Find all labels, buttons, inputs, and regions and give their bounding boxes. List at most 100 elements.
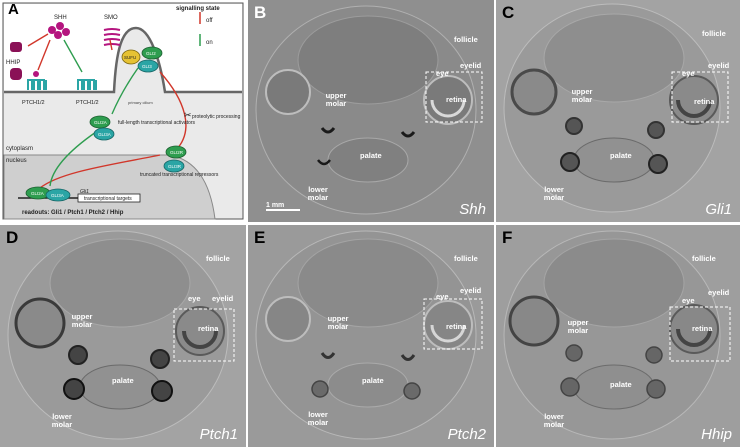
gene-label-ptch1: Ptch1 [199,426,238,443]
hhip-label: HHIP [6,60,20,66]
sufu-label: SUFU [124,55,136,60]
gene-label-shh: Shh [459,201,486,218]
ptch-receptor-left [27,79,47,90]
retina-label: retina [198,324,219,333]
panel-letter-b: B [254,3,267,22]
lower-molar-label: lower molar [543,412,565,429]
panel-letter-e: E [254,228,266,247]
gli3a-protein [93,127,115,141]
panel-letter-f: F [502,228,513,247]
eye-label: eye [436,292,449,301]
target-box [77,193,141,203]
palate-label: palate [610,380,632,389]
eye-label: eye [436,69,449,78]
eyelid-label: eyelid [212,294,234,303]
gli2-protein [141,46,163,60]
nuclear-gli3a-label: GLI3A [51,193,64,198]
eyelid-label: eyelid [708,61,730,70]
follicle-label: follicle [454,254,478,263]
shh-ligand [48,22,70,39]
truncated-label: truncated transcriptional repressors [140,172,219,178]
follicle-label: follicle [454,35,478,44]
gli3-label: GLI3 [142,64,152,69]
green-arrows [49,39,139,187]
lower-molar-label: lower molar [307,185,329,202]
retina-label: retina [692,324,713,333]
palate-label: palate [362,376,384,385]
proteolytic-label: proteolytic processing [192,114,241,120]
panel-e-ptch2: E Ptch2 follicle eyelid eye retina upper… [248,225,494,447]
gene-label-hhip: Hhip [701,426,732,443]
scale-bar-label: 1 mm [266,202,285,209]
lower-molar-label: lower molar [307,410,329,427]
retina-label: retina [694,97,715,106]
gli2a-label: GLI2A [94,120,107,125]
upper-molar-label: upper molar [71,312,93,329]
gli3a-label: GLI3A [98,132,111,137]
signalling-state-label: signalling state [176,6,220,12]
follicle-label: follicle [692,254,716,263]
eye-label: eye [682,296,695,305]
smo-label: SMO [104,15,118,21]
section-image [7,230,235,440]
readouts-label: readouts: Gli1 / Ptch1 / Ptch2 / Hhip [22,210,124,216]
follicle-label: follicle [206,254,230,263]
panel-a-pathway-diagram: ✂ A SHH SMO HHIP PTCH1/2 PTCH1/2 SUFU GL… [0,0,246,222]
on-label: on [206,40,213,46]
scissors-icon: ✂ [184,110,192,120]
ptch-receptor-mid [77,79,97,90]
palate-label: palate [610,151,632,160]
retina-label: retina [446,95,467,104]
cilium-label: primary cilium [128,100,153,105]
hhip-receptor [10,42,22,80]
gli3-protein [137,59,159,73]
shh-label: SHH [54,15,67,21]
palate-label: palate [360,151,382,160]
panel-f-hhip: F Hhip follicle eyelid eye retina upper … [496,225,740,447]
panel-c-gli1: C Gli1 follicle eyelid eye retina upper … [496,0,740,222]
ptch-mid-label: PTCH1/2 [76,100,99,106]
upper-molar-label: upper molar [571,87,593,104]
targets-label: transcriptional targets [84,196,132,202]
nuclear-gli2a-label: GLI2A [31,191,44,196]
smo-receptor [103,28,121,46]
gene-label-ptch2: Ptch2 [447,426,486,443]
eye-label: eye [188,294,201,303]
nucleus-label: nucleus [6,158,27,164]
upper-molar-label: upper molar [327,314,349,331]
panel-letter-d: D [6,228,19,247]
section-image [503,230,731,440]
cell-membrane [4,26,242,94]
lower-molar-label: lower molar [51,412,73,429]
pathway-diagram: ✂ A SHH SMO HHIP PTCH1/2 PTCH1/2 SUFU GL… [2,1,244,220]
eyelid-label: eyelid [708,288,730,297]
upper-molar-label: upper molar [567,318,589,335]
palate-label: palate [112,376,134,385]
off-label: off [206,18,213,24]
eye-label: eye [682,69,695,78]
sufu-protein [121,49,141,65]
section-image [255,5,483,215]
retina-label: retina [446,322,467,331]
cytoplasm-label: cytoplasm [6,146,33,152]
gli2r-label: GLI2R [170,150,184,155]
gli3r-label: GLI3R [168,164,182,169]
gene-label-gli1: Gli1 [705,201,732,218]
panel-b-shh: B Shh 1 mm follicle eyelid eye retina up… [248,0,494,222]
nuclear-gli3a [45,188,71,202]
panel-letter-a: A [8,1,19,18]
gli2r-protein [165,145,187,159]
panel-letter-c: C [502,3,515,22]
section-image [503,3,729,213]
lower-molar-label: lower molar [543,185,565,202]
panel-d-ptch1: D Ptch1 follicle eyelid eye retina upper… [0,225,246,447]
upper-molar-label: upper molar [325,91,347,108]
gli1-target-label: Gli1 [80,189,89,195]
gli3r-protein [163,159,185,173]
section-image [255,230,483,440]
ptch-left-label: PTCH1/2 [22,100,45,106]
eyelid-label: eyelid [460,286,482,295]
red-arrows [27,33,187,189]
eyelid-label: eyelid [460,61,482,70]
full-length-label: full-length transcriptional activators [118,120,195,126]
